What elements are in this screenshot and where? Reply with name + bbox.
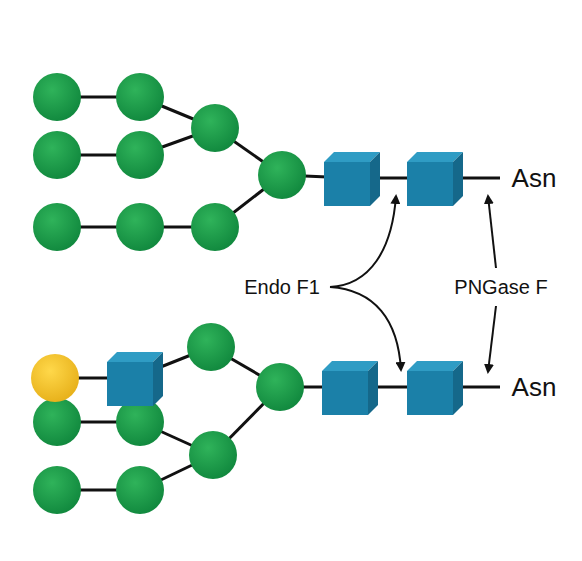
galactose-circle <box>31 354 79 402</box>
enzyme-label: Endo F1 <box>242 276 322 298</box>
glcnac-cubes <box>107 152 463 415</box>
amino-acid-label: Asn <box>510 164 559 192</box>
glycan-bonds <box>55 97 500 490</box>
enzyme-label: PNGase F <box>452 276 549 298</box>
amino-acid-label: Asn <box>510 373 559 401</box>
